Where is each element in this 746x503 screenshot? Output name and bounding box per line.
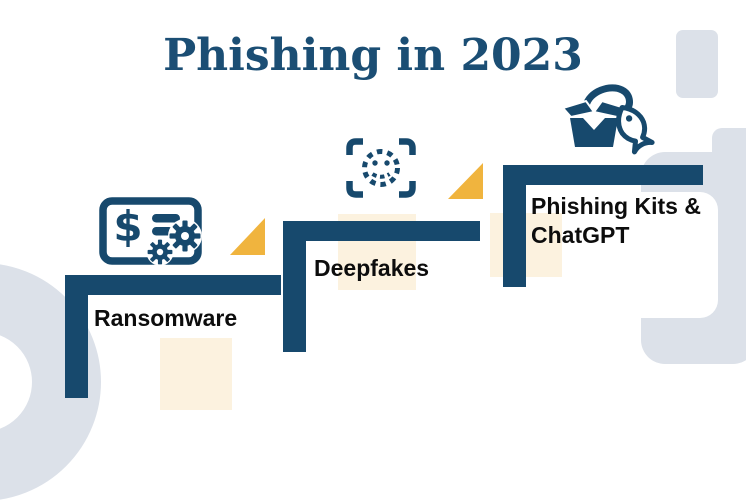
step-label-deepfakes: Deepfakes xyxy=(314,255,430,281)
step-1-vertical-bar xyxy=(65,275,88,398)
step-3-horizontal-bar xyxy=(503,165,703,185)
decor-square-top-right xyxy=(676,30,718,98)
step-2-horizontal-bar xyxy=(283,221,480,241)
step-label-phishing-kits: Phishing Kits & ChatGPT xyxy=(531,193,701,248)
step-2-vertical-bar xyxy=(283,221,306,352)
money-transfer-gears-icon: $ xyxy=(93,197,205,269)
ascend-triangle-2 xyxy=(448,163,483,199)
page-title: Phishing in 2023 xyxy=(163,30,583,81)
dollar-glyph: $ xyxy=(113,202,142,251)
ascend-triangle-1 xyxy=(230,218,265,255)
decor-cream-square-3 xyxy=(490,213,562,277)
step-1-horizontal-bar xyxy=(65,275,281,295)
gear-large xyxy=(168,219,202,253)
decor-white-card xyxy=(558,192,718,318)
step-label-ransomware: Ransomware xyxy=(94,305,238,331)
decor-cream-square-1 xyxy=(160,338,232,410)
gear-small xyxy=(146,238,174,266)
phishing-kit-fish-icon xyxy=(556,84,656,156)
face-scan-icon xyxy=(345,137,417,199)
step-3-vertical-bar xyxy=(503,165,526,287)
